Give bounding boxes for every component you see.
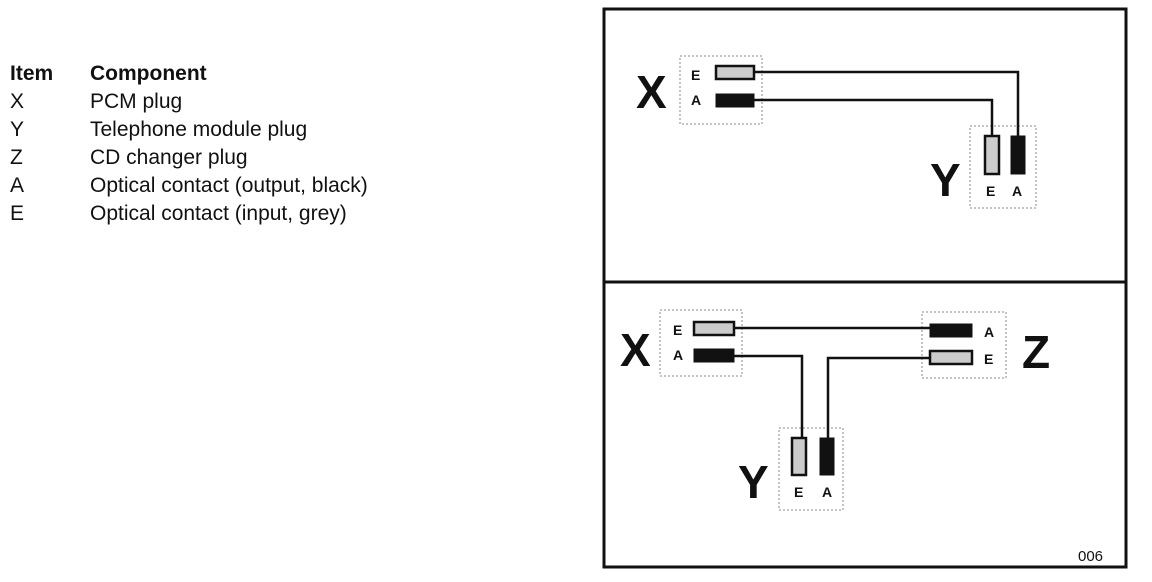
- legend-item-desc: PCM plug: [90, 90, 183, 113]
- bottom-y-contact-a: [819, 437, 835, 476]
- legend-item-key: Y: [10, 118, 25, 141]
- bottom-plug-x-box: [659, 309, 743, 377]
- top-line-x-e-to-y-a: [754, 70, 1020, 136]
- top-y-contact-e: [983, 134, 1001, 176]
- top-panel: X E A Y E A: [636, 55, 1037, 209]
- bottom-z-contact-e: [928, 349, 974, 366]
- bottom-x-contact-e-letter: E: [673, 322, 682, 338]
- diagram-frame: [602, 7, 1128, 569]
- bottom-plug-y-label: Y: [738, 456, 769, 508]
- legend-item-key: A: [10, 174, 25, 197]
- legend-item-desc: Optical contact (input, grey): [90, 202, 347, 225]
- legend-row: A Optical contact (output, black): [8, 172, 568, 200]
- bottom-x-contact-a: [693, 348, 735, 363]
- top-y-contact-a-letter: A: [1012, 183, 1022, 199]
- top-x-contact-a-letter: A: [691, 92, 701, 108]
- legend-row: Y Telephone module plug: [8, 116, 568, 144]
- legend-header-item: Item: [10, 62, 54, 85]
- top-x-contact-a: [715, 93, 755, 108]
- legend-item-key: Z: [10, 146, 23, 169]
- legend-header: Item Component: [8, 60, 568, 88]
- bottom-line-x-a-to-y-e: [734, 354, 804, 438]
- bottom-z-contact-a-letter: A: [984, 324, 994, 340]
- bottom-plug-x-label: X: [620, 324, 651, 376]
- bottom-y-contact-a-letter: A: [822, 484, 832, 500]
- legend-item-desc: CD changer plug: [90, 146, 248, 169]
- legend-item-desc: Telephone module plug: [90, 118, 308, 141]
- top-plug-y-box: [969, 125, 1037, 209]
- top-x-contact-e: [714, 64, 756, 81]
- bottom-plug-z-box: [921, 311, 1007, 379]
- legend-item-key: E: [10, 202, 25, 225]
- bottom-plug-z-label: Z: [1022, 326, 1050, 378]
- bottom-panel: X E A A E Z Y E A: [620, 309, 1050, 511]
- bottom-z-contact-a: [929, 323, 973, 338]
- legend-header-component: Component: [90, 62, 207, 85]
- bottom-y-contact-e-letter: E: [794, 484, 803, 500]
- top-x-contact-e-letter: E: [691, 67, 700, 83]
- bottom-x-contact-a-letter: A: [673, 347, 683, 363]
- legend-row: Z CD changer plug: [8, 144, 568, 172]
- bottom-x-contact-e: [692, 320, 736, 337]
- top-y-contact-e-letter: E: [986, 183, 995, 199]
- top-plug-x-label: X: [636, 66, 667, 118]
- figure-number: 006: [1078, 548, 1103, 565]
- bottom-plug-y-box: [778, 427, 844, 511]
- bottom-line-z-e-to-y-a: [826, 356, 930, 438]
- bottom-z-contact-e-letter: E: [984, 351, 993, 367]
- top-y-contact-a: [1010, 135, 1026, 175]
- legend-row: X PCM plug: [8, 88, 568, 116]
- legend-table: Item Component X PCM plug Y Telephone mo…: [8, 60, 568, 228]
- top-line-x-a-to-y-e: [754, 98, 994, 136]
- legend-item-desc: Optical contact (output, black): [90, 174, 368, 197]
- top-plug-y-label: Y: [930, 154, 961, 206]
- bottom-y-contact-e: [790, 436, 808, 477]
- top-plug-x-box: [679, 55, 763, 125]
- legend-row: E Optical contact (input, grey): [8, 200, 568, 228]
- legend-item-key: X: [10, 90, 25, 113]
